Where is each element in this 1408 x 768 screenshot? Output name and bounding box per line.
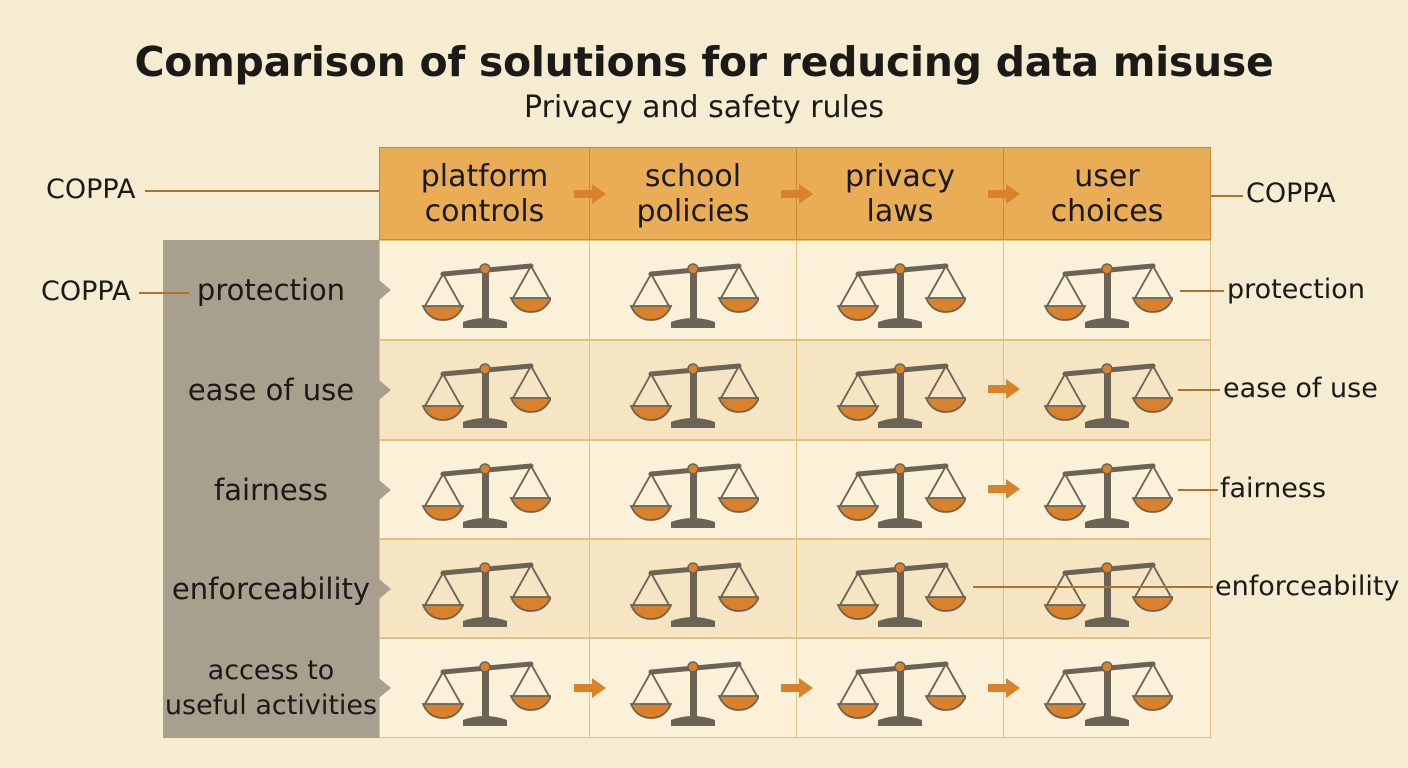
balance-scale-icon: [1041, 352, 1175, 434]
column-header-line1: school: [644, 158, 742, 194]
row-label-line1: ease of use: [187, 373, 355, 407]
row-pointer-icon: [379, 380, 391, 400]
leader-line: [1178, 489, 1218, 491]
column-header-line2: controls: [424, 193, 545, 229]
balance-scale-icon: [627, 252, 761, 334]
balance-scale-icon: [627, 352, 761, 434]
arrow-right-icon: [781, 678, 813, 698]
column-header-line1: privacy: [844, 158, 956, 194]
balance-scale-icon: [834, 452, 968, 534]
row-label-fairness: fairness: [163, 440, 379, 539]
column-header-line2: choices: [1050, 193, 1164, 229]
balance-scale-icon: [419, 650, 552, 732]
row-pointer-icon: [379, 578, 391, 599]
leader-line: [145, 190, 379, 192]
arrow-right-icon: [988, 678, 1020, 698]
row-pointer-icon: [379, 678, 391, 698]
arrow-right-icon: [988, 479, 1020, 499]
leader-line: [1178, 389, 1220, 391]
row-label-ease-of-use: ease of use: [163, 340, 379, 440]
column-header-line1: platform: [420, 158, 549, 194]
row-pointer-icon: [379, 479, 391, 500]
row-label-line1: enforceability: [171, 571, 371, 606]
right-label-protection: protection: [1227, 274, 1365, 305]
balance-scale-icon: [1041, 650, 1175, 732]
balance-scale-icon: [419, 551, 552, 633]
diagram-subtitle: Privacy and safety rules: [524, 90, 884, 125]
column-header-line2: laws: [866, 193, 934, 229]
row-label-access-to-useful-activities: access to useful activities: [163, 638, 379, 738]
balance-scale-icon: [627, 650, 761, 732]
leader-line: [1211, 195, 1243, 197]
balance-scale-icon: [1041, 551, 1175, 633]
balance-scale-icon: [834, 252, 968, 334]
balance-scale-icon: [419, 252, 552, 334]
row-label-line2: useful activities: [164, 690, 378, 721]
balance-scale-icon: [1041, 452, 1175, 534]
balance-scale-icon: [834, 551, 968, 633]
arrow-right-icon: [781, 184, 813, 204]
row-label-line1: fairness: [214, 472, 328, 507]
arrow-right-icon: [574, 678, 606, 698]
leader-line: [139, 292, 189, 294]
leader-line: [1180, 290, 1224, 292]
arrow-right-icon: [574, 184, 606, 204]
balance-scale-icon: [419, 352, 552, 434]
arrow-right-icon: [988, 379, 1020, 399]
coppa-label-header-left: COPPA: [46, 174, 136, 205]
right-label-fairness: fairness: [1220, 473, 1327, 504]
coppa-label-row-left: COPPA: [41, 276, 131, 307]
balance-scale-icon: [834, 352, 968, 434]
diagram-title: Comparison of solutions for reducing dat…: [134, 38, 1274, 86]
balance-scale-icon: [627, 452, 761, 534]
balance-scale-icon: [419, 452, 552, 534]
column-header-line2: policies: [636, 193, 750, 229]
column-header-line1: user: [1074, 158, 1140, 194]
row-label-line1: protection: [196, 273, 346, 307]
coppa-label-header-right: COPPA: [1246, 178, 1336, 209]
right-label-enforceability: enforceability: [1215, 571, 1400, 602]
leader-line: [973, 586, 1213, 588]
balance-scale-icon: [1041, 252, 1175, 334]
row-label-protection: protection: [163, 240, 379, 340]
row-label-enforceability: enforceability: [163, 539, 379, 638]
row-pointer-icon: [379, 280, 391, 300]
right-label-ease-of-use: ease of use: [1223, 373, 1378, 404]
balance-scale-icon: [627, 551, 761, 633]
balance-scale-icon: [834, 650, 968, 732]
row-label-line1: access to: [207, 655, 335, 686]
arrow-right-icon: [988, 184, 1020, 204]
